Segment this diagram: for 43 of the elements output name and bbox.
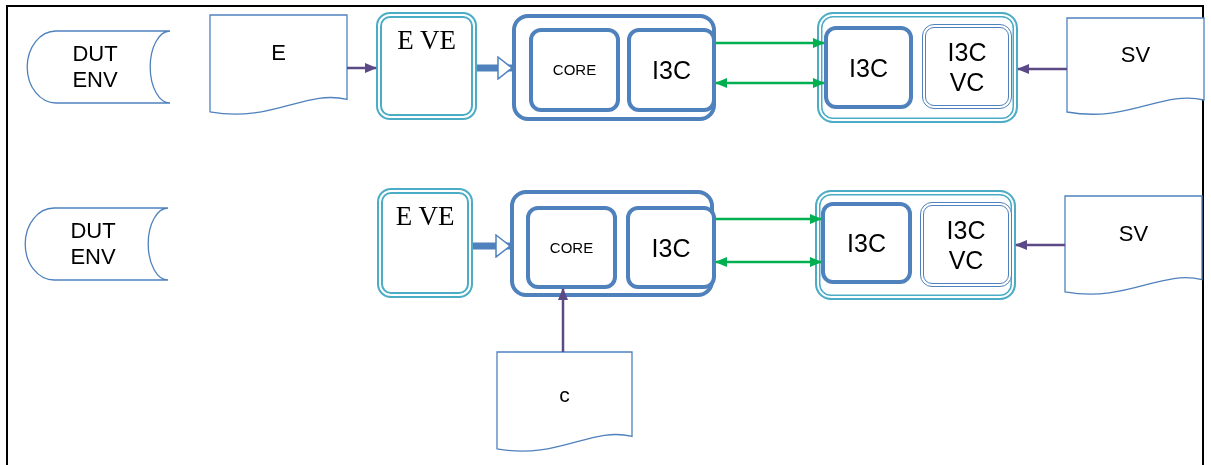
node-label: E VE	[397, 24, 456, 57]
node-label: c	[559, 382, 570, 408]
node-label: DUT ENV	[69, 217, 117, 271]
node-label: CORE	[552, 61, 597, 79]
arrow	[347, 63, 377, 73]
document-shape	[1067, 18, 1204, 118]
rounded-box	[824, 26, 913, 109]
rounded-box	[376, 12, 477, 120]
rounded-box	[922, 24, 1012, 109]
arrow	[716, 38, 825, 48]
arrow	[716, 214, 822, 224]
node-label: CORE	[549, 238, 594, 257]
node-label: E VE	[395, 200, 455, 233]
block-arrow	[473, 234, 511, 258]
rounded-box	[377, 188, 473, 298]
arrow	[1017, 64, 1067, 74]
rounded-box	[626, 206, 716, 289]
rounded-box	[529, 28, 620, 112]
container-box	[817, 12, 1018, 123]
rounded-box	[526, 206, 617, 289]
arrow	[1015, 240, 1065, 250]
node-label: SV	[1120, 42, 1151, 69]
block-arrow	[477, 56, 513, 80]
document-shape	[497, 352, 632, 455]
node-label: I3C	[849, 52, 888, 83]
node-label: I3C	[652, 55, 691, 85]
container-box	[512, 14, 716, 121]
node-label: I3C VC	[945, 214, 987, 275]
arrow	[715, 78, 825, 88]
arrow	[715, 257, 822, 267]
container-box	[815, 190, 1016, 300]
node-label: E	[271, 39, 286, 67]
rounded-box	[821, 202, 912, 284]
node-label: I3C VC	[946, 36, 988, 97]
node-label: DUT ENV	[71, 40, 119, 94]
node-label: I3C	[847, 228, 886, 258]
document-shape	[1065, 196, 1202, 298]
node-label: I3C	[651, 232, 691, 263]
node-label: SV	[1118, 220, 1149, 247]
rounded-box	[920, 202, 1012, 287]
document-shape	[210, 15, 347, 118]
container-box	[510, 190, 714, 297]
arrow	[558, 288, 568, 352]
